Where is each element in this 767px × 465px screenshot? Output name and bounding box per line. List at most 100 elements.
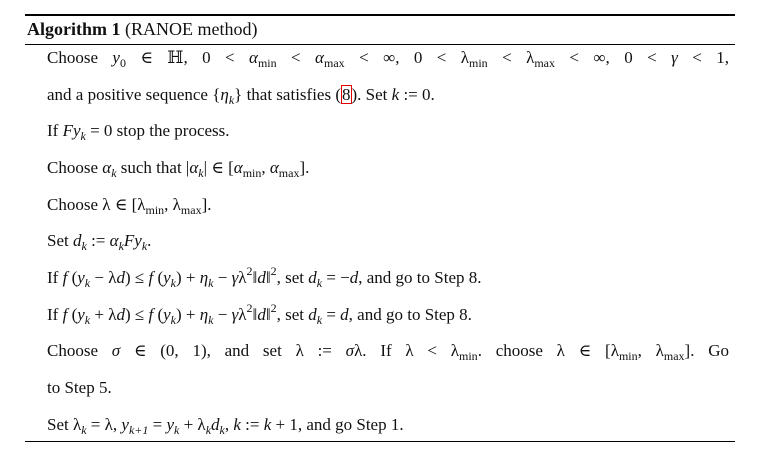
step-text: k [111, 166, 117, 180]
step-text: y [166, 415, 175, 434]
algorithm-step-line: Choose y0 ∈ ℍ, 0 < αmin < αmax < ∞, 0 < … [47, 48, 729, 70]
step-text: k [170, 313, 176, 327]
step-text: max [663, 349, 685, 363]
step-text: ) + [175, 268, 200, 287]
step-text: d [72, 231, 82, 250]
step-text: ). Set [351, 85, 392, 104]
algorithm-caption: Algorithm 1 (RANOE method) [27, 19, 257, 40]
step-text: γ [231, 305, 239, 324]
step-text: + 1, and go Step 1. [271, 415, 404, 434]
step-text: min [257, 56, 277, 70]
equation-reference-link[interactable]: 8 [341, 85, 352, 104]
step-text: , and go to Step 8. [348, 305, 472, 324]
step-text: k [263, 415, 272, 434]
step-text: := [240, 415, 264, 434]
step-text: d [308, 268, 317, 287]
step-text: 2 [246, 301, 253, 315]
step-text: ∈ (0, 1), and set λ := [120, 341, 346, 360]
step-text: γ [231, 268, 239, 287]
step-text: α [233, 158, 243, 177]
step-text: max [278, 166, 300, 180]
step-text: f [62, 268, 68, 287]
step-text: k [205, 423, 212, 437]
step-text: k [84, 313, 91, 327]
caption-rule [25, 44, 735, 45]
step-text: ‖ [265, 305, 271, 324]
step-text: σ [345, 341, 355, 360]
step-text: y [112, 48, 120, 67]
step-text: α [269, 158, 279, 177]
step-text: = 0 stop the process. [85, 121, 230, 140]
step-text: f [148, 268, 154, 287]
step-text: min [459, 349, 478, 363]
step-text: k [208, 276, 214, 290]
step-text: min [145, 203, 165, 217]
step-text: d [349, 268, 359, 287]
step-text: such that | [116, 158, 190, 177]
algorithm-step-line: to Step 5. [47, 378, 729, 398]
step-text: ]. [201, 195, 212, 214]
step-text: Fy [123, 231, 142, 250]
step-text: min [469, 56, 488, 70]
step-text: ‖ [252, 305, 258, 324]
step-text: k [118, 239, 124, 253]
step-text: Choose [47, 158, 103, 177]
step-text: } that satisfies ( [234, 85, 341, 104]
step-text: k [316, 276, 323, 290]
step-text: 2 [270, 301, 277, 315]
step-text: k+1 [128, 423, 149, 437]
step-text: = λ, [86, 415, 122, 434]
step-text: ‖ [265, 268, 271, 287]
step-text: , [224, 415, 234, 434]
step-text: ) ≤ [124, 305, 149, 324]
algorithm-step-line: and a positive sequence {ηk} that satisf… [47, 85, 729, 106]
step-text: y [163, 305, 171, 324]
step-text: k [316, 313, 323, 327]
step-text: α [249, 48, 258, 67]
step-text: ∈ ℍ, 0 < [125, 48, 250, 67]
step-text: d [116, 305, 125, 324]
step-text: < 1, [677, 48, 729, 67]
step-text: If [47, 305, 63, 324]
step-text: k [208, 313, 214, 327]
step-text: Fy [62, 121, 81, 140]
algorithm-label: Algorithm 1 [27, 19, 121, 39]
step-text: d [340, 305, 349, 324]
step-text: Choose [47, 341, 112, 360]
step-text: d [116, 268, 125, 287]
algorithm-step-line: Set dk := αkFyk. [47, 231, 729, 253]
step-text: λ [238, 268, 247, 287]
step-text: k [80, 129, 86, 143]
step-text: ( [153, 268, 164, 287]
step-text: Set λ [47, 415, 82, 434]
step-text: 2 [246, 264, 253, 278]
step-text: If [47, 121, 63, 140]
step-text: σ [111, 341, 121, 360]
algorithm-step-line: If f (yk + λd) ≤ f (yk) + ηk − γλ2‖d‖2, … [47, 302, 729, 327]
step-text: α [189, 158, 199, 177]
algorithm-name: (RANOE method) [125, 19, 258, 39]
step-text: y [77, 268, 85, 287]
step-text: Choose λ ∈ [λ [47, 195, 146, 214]
top-rule [25, 14, 735, 16]
step-text: ) + [175, 305, 200, 324]
step-text: − [213, 268, 232, 287]
step-text: λ. If λ < λ [354, 341, 460, 360]
step-text: . choose λ ∈ [λ [477, 341, 619, 360]
step-text: d [257, 268, 266, 287]
step-text: to Step 5. [47, 378, 112, 397]
step-text: 0 [119, 56, 126, 70]
step-text: k [81, 239, 87, 253]
algorithm-step-line: Choose σ ∈ (0, 1), and set λ := σλ. If λ… [47, 341, 729, 363]
step-text: Set [47, 231, 73, 250]
step-text: = − [322, 268, 350, 287]
step-text: < [276, 48, 316, 67]
step-text: and a positive sequence { [47, 85, 221, 104]
step-text: ]. Go [684, 341, 729, 360]
step-text: k [170, 276, 176, 290]
step-text: Choose [47, 48, 113, 67]
step-text: + λ [179, 415, 206, 434]
step-text: < ∞, 0 < [555, 48, 672, 67]
step-text: k [233, 415, 241, 434]
algorithm-step-line: If Fyk = 0 stop the process. [47, 121, 729, 143]
